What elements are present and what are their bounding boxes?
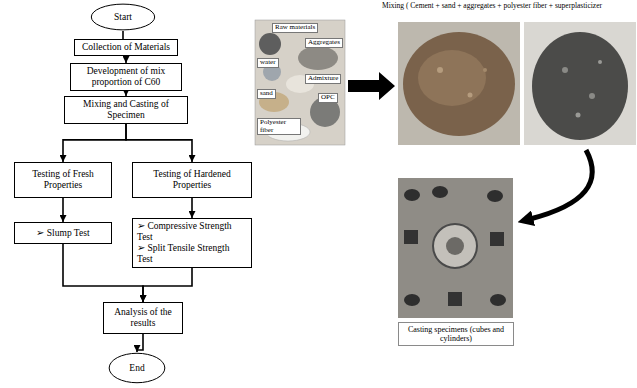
terminator-ellipse: End	[108, 352, 166, 384]
speckle	[562, 67, 568, 73]
photo-tag: water	[257, 58, 279, 68]
node-text: ➢ Split Tensile Strength Test	[137, 243, 247, 265]
process-box: Mixing and Casting of Specimen	[64, 96, 188, 124]
speckle	[468, 93, 473, 98]
speckle	[576, 113, 581, 118]
node-text: Analysis of the results	[108, 307, 178, 329]
photo-tag: Polyester fiber	[257, 118, 301, 135]
process-box: Collection of Materials	[74, 39, 178, 56]
photo-tag: OPC	[318, 93, 338, 103]
process-box: Development of mix proportion of C60	[70, 63, 182, 91]
node-text: Testing of Hardened Properties	[137, 169, 247, 191]
photo-ground	[398, 22, 520, 145]
cylinder	[432, 186, 448, 198]
cylinder	[404, 189, 420, 201]
node-text: Mixing and Casting of Specimen	[69, 99, 183, 121]
cylinder	[487, 190, 503, 202]
speckle	[483, 68, 487, 72]
bowl	[259, 33, 281, 55]
process-box: Testing of Fresh Properties	[14, 162, 112, 198]
node-text: Casting specimens (cubes and cylinders)	[403, 325, 509, 343]
speckle	[437, 67, 443, 73]
cube	[404, 230, 418, 244]
flow-connector	[62, 198, 64, 222]
speckle	[589, 93, 595, 99]
flow-connector	[63, 124, 126, 162]
node-text: Collection of Materials	[82, 42, 170, 53]
flow-connector	[191, 198, 193, 218]
process-box: Testing of Hardened Properties	[132, 162, 252, 198]
flow-connector	[143, 268, 192, 302]
wet-mix	[403, 32, 515, 136]
photo-ground	[398, 178, 513, 318]
cylinder	[490, 294, 506, 306]
photo-tag: Admixture	[305, 74, 341, 84]
mold-center	[446, 237, 464, 255]
mixing-photo	[524, 22, 636, 145]
flow-connector	[63, 244, 143, 302]
flow-arrow	[348, 72, 395, 100]
raw-materials-photo	[255, 20, 345, 145]
cylinder	[404, 294, 420, 306]
photo-ground	[255, 20, 345, 145]
flow-connector	[125, 56, 127, 63]
node-text: End	[129, 363, 144, 374]
photo-tag: Raw materials	[272, 23, 318, 33]
photo-ground	[524, 22, 636, 145]
photo-tag: Aggregates	[305, 38, 343, 48]
test-box: ➢ Compressive Strength Test➢ Split Tensi…	[132, 218, 252, 268]
casting-photo	[398, 178, 513, 318]
node-text: Start	[114, 12, 132, 23]
node-text: Testing of Fresh Properties	[19, 169, 107, 191]
mixing-photo	[398, 22, 520, 145]
ellipse-shape	[109, 353, 165, 382]
node-text: ➢ Compressive Strength Test	[137, 221, 247, 243]
test-box: ➢ Slump Test	[14, 222, 112, 244]
mold	[433, 224, 477, 268]
flow-connector	[137, 334, 143, 352]
node-text: Development of mix proportion of C60	[75, 66, 177, 88]
fresh-concrete	[532, 32, 628, 140]
curved-arrow	[530, 150, 592, 219]
aggregate-pile	[298, 46, 338, 70]
photo-heading: Mixing ( Cement + sand + aggregates + po…	[382, 2, 602, 10]
photo-caption: Casting specimens (cubes and cylinders)	[398, 322, 514, 346]
node-text: ➢ Slump Test	[36, 228, 89, 239]
process-box: Analysis of the results	[103, 302, 183, 334]
wet-mix-core	[418, 50, 486, 106]
cube	[490, 232, 504, 246]
flow-connector	[126, 124, 192, 162]
terminator-ellipse: Start	[90, 3, 156, 31]
cube	[448, 292, 462, 306]
ellipse-shape	[91, 4, 154, 30]
photo-tag: sand	[257, 89, 276, 99]
speckle	[598, 60, 602, 64]
